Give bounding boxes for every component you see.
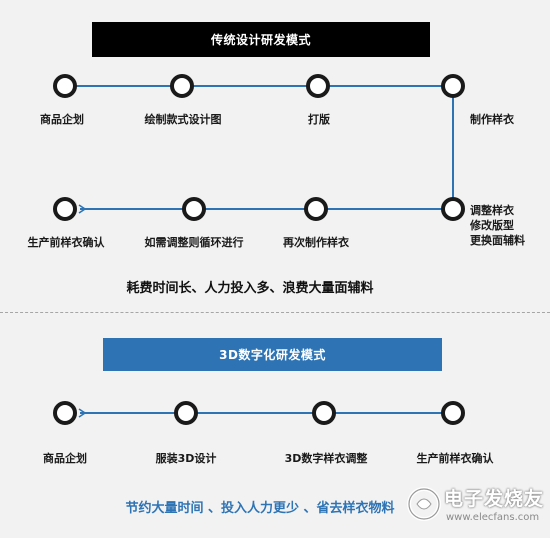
revise-label-line-1: 调整样衣 [470,204,514,217]
digital-label-pre-production-confirm: 生产前样衣确认 [416,452,494,465]
watermark-brand-text: 电子发烧友 [444,488,545,510]
node-pattern-making [306,74,330,98]
node-make-sample [441,74,465,98]
node-remake-sample [304,197,328,221]
digital-label-3d-sample-adjust: 3D数字样衣调整 [284,452,368,465]
digital-label-product-planning: 商品企划 [43,452,87,465]
digital-node-3d-design [174,401,198,425]
traditional-summary: 耗费时间长、人力投入多、浪费大量面辅料 [126,281,374,296]
step-label-loop-adjust: 如需调整则循环进行 [144,236,244,249]
step-label-pre-production-confirm: 生产前样衣确认 [27,236,105,249]
traditional-mode-title: 传统设计研发模式 [92,22,430,57]
node-adjust-sample [441,197,465,221]
digital-node-product-planning [53,401,77,425]
revise-label-line-3: 更换面辅料 [470,234,525,247]
step-label-design-drawing: 绘制款式设计图 [144,113,222,126]
step-label-make-sample: 制作样衣 [470,113,514,126]
digital-node-3d-sample-adjust [312,401,336,425]
elecfans-logo-icon [407,487,441,521]
digital-label-3d-design: 服装3D设计 [155,452,217,465]
digital-mode-title: 3D数字化研发模式 [103,338,442,371]
revise-label-line-2: 修改版型 [470,219,514,232]
digital-node-pre-production-confirm [441,401,465,425]
step-label-pattern-making: 打版 [308,113,330,126]
node-design-drawing [170,74,194,98]
node-product-planning [53,74,77,98]
watermark-url-text: www.elecfans.com [446,512,540,523]
section-divider [0,312,550,313]
node-pre-production-confirm [53,197,77,221]
step-label-remake-sample: 再次制作样衣 [283,236,349,249]
node-loop-adjust [182,197,206,221]
digital-summary: 节约大量时间 、投入人力更少 、省去样衣物料 [125,501,395,516]
step-label-product-planning: 商品企划 [40,113,84,126]
watermark: 电子发烧友 www.elecfans.com [404,480,548,536]
